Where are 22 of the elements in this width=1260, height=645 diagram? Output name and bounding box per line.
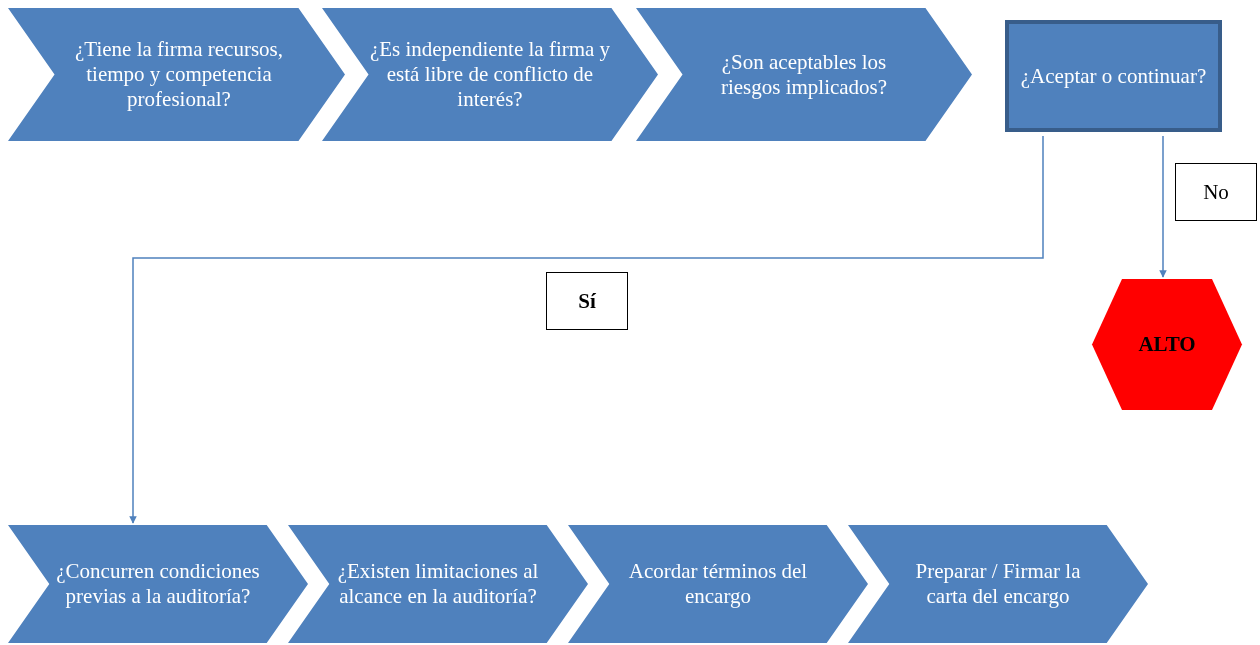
chevron-step: [8, 525, 308, 643]
connector-arrow: [1159, 135, 1167, 278]
chevron-step: [568, 525, 868, 643]
chevron-step: [8, 8, 345, 141]
chevron-step: [848, 525, 1148, 643]
step-text: ¿Aceptar o continuar?: [1020, 63, 1207, 89]
step-text: ¿Concurren condiciones previas a la auditoría?: [55, 559, 261, 609]
edge-label: Sí: [546, 272, 628, 330]
step-text: ¿Es independiente la firma y está libre de conflicto de interés?: [368, 37, 612, 112]
connector-arrow: [129, 135, 1044, 524]
step-text: Acordar términos del encargo: [627, 559, 809, 609]
step-text: ¿Existen limitaciones al alcance en la auditoría?: [336, 559, 540, 609]
chevron-step: [636, 8, 972, 141]
step-text: ¿Tiene la firma recursos, tiempo y competencia profesional?: [74, 37, 284, 112]
stop-hexagon: [1092, 279, 1242, 410]
step-text: ALTO: [1138, 332, 1196, 357]
step-text: Preparar / Firmar la carta del encargo: [914, 559, 1082, 609]
step-text: ¿Son aceptables los riesgos implicados?: [719, 49, 889, 100]
chevron-step: [288, 525, 588, 643]
edge-label: No: [1175, 163, 1257, 221]
chevron-step: [322, 8, 658, 141]
decision-box: [1005, 20, 1222, 132]
